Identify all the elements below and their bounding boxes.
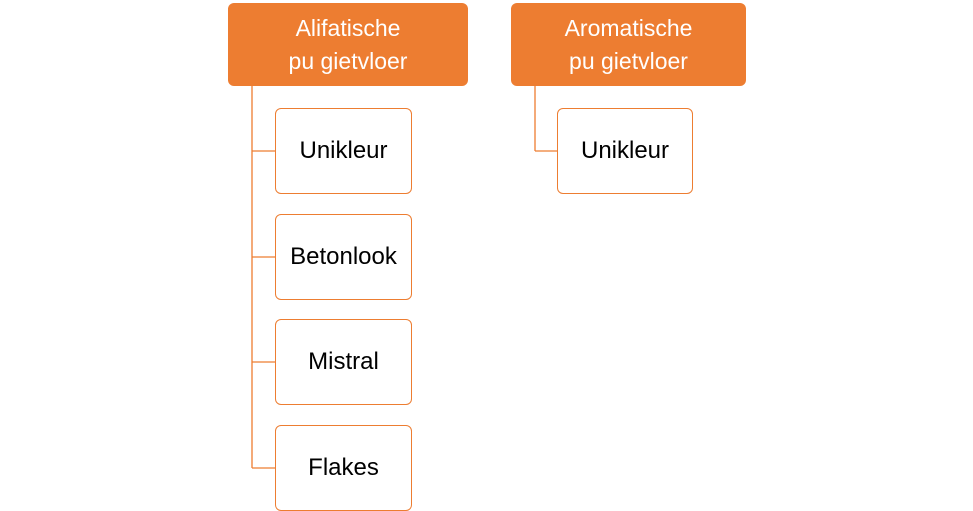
group-header-line2: pu gietvloer bbox=[569, 47, 688, 74]
group-header-aromatisch: Aromatische pu gietvloer bbox=[511, 3, 746, 86]
node-unikleur: Unikleur bbox=[275, 108, 412, 194]
node-unikleur: Unikleur bbox=[557, 108, 693, 194]
node-flakes: Flakes bbox=[275, 425, 412, 511]
node-betonlook: Betonlook bbox=[275, 214, 412, 300]
group-header-alifatisch: Alifatische pu gietvloer bbox=[228, 3, 468, 86]
node-mistral: Mistral bbox=[275, 319, 412, 405]
group-header-line1: Aromatische bbox=[564, 14, 693, 41]
group-header-line1: Alifatische bbox=[295, 14, 401, 41]
group-header-line2: pu gietvloer bbox=[288, 47, 408, 74]
